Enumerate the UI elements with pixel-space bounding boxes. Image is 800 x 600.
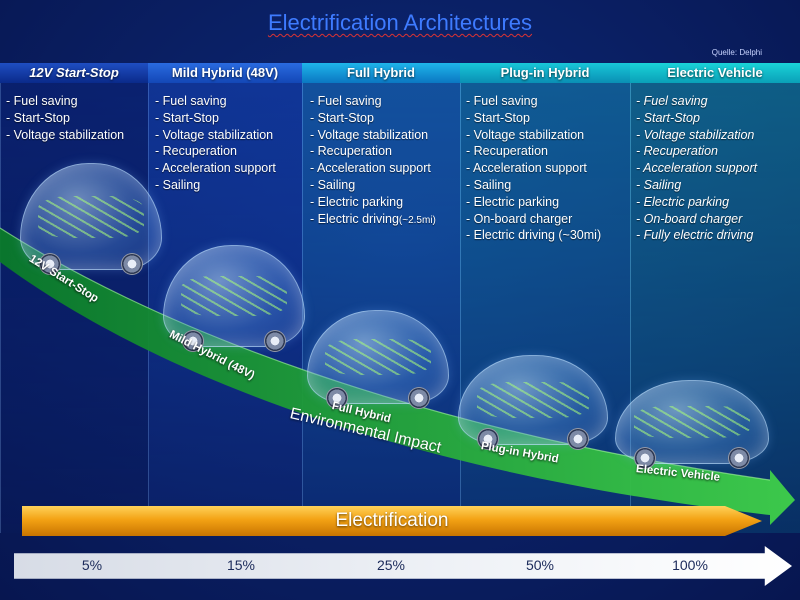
percentage-plug-in-hybrid: 50%	[525, 557, 555, 573]
feature-list-full-hybrid: - Fuel saving - Start-Stop - Voltage sta…	[310, 93, 470, 229]
feature-item: - Electric driving(~2.5mi)	[310, 211, 470, 230]
feature-list-electric-vehicle: - Fuel saving - Start-Stop - Voltage sta…	[636, 93, 796, 244]
header-mild-hybrid: Mild Hybrid (48V)	[148, 63, 302, 83]
feature-list-mild-hybrid: - Fuel saving - Start-Stop - Voltage sta…	[155, 93, 315, 194]
feature-item: - Electric parking	[310, 194, 404, 209]
feature-item: - Fuel saving	[6, 94, 78, 108]
page-title: Electrification Architectures	[267, 10, 533, 35]
feature-item: - Sailing	[466, 177, 512, 192]
feature-item: - Recuperation	[466, 144, 548, 159]
wheel-icon	[39, 253, 61, 275]
electrification-label: Electrification	[335, 510, 449, 531]
feature-item: - Voltage stabilization	[466, 127, 585, 142]
header-electric-vehicle: Electric Vehicle	[630, 63, 800, 83]
feature-item: - On-board charger	[466, 211, 573, 226]
feature-range: (~2.5mi)	[398, 214, 436, 226]
source-note: Quelle: Delphi	[711, 48, 762, 57]
feature-item: - Sailing	[310, 177, 356, 192]
wheel-icon	[326, 387, 348, 409]
wheel-icon	[121, 253, 143, 275]
feature-item: - Electric parking	[636, 194, 730, 209]
feature-item: - Voltage stabilization	[155, 127, 274, 142]
feature-item: - Fuel saving	[155, 94, 227, 108]
percentage-full-hybrid: 25%	[376, 557, 406, 573]
percentage-12v: 5%	[81, 557, 103, 573]
feature-item: - Start-Stop	[6, 110, 70, 125]
feature-item: - Acceleration support	[636, 161, 758, 176]
feature-item: - Sailing	[155, 177, 201, 192]
feature-item: - Start-Stop	[466, 110, 530, 125]
feature-item: - Fuel saving	[466, 94, 538, 108]
feature-item: - Start-Stop	[310, 110, 374, 125]
feature-item: - On-board charger	[636, 211, 743, 226]
feature-list-12v: - Fuel saving - Start-Stop - Voltage sta…	[6, 93, 166, 143]
wheel-icon	[182, 330, 204, 352]
car-electric-vehicle-image	[615, 380, 769, 469]
wheel-icon	[728, 447, 750, 469]
feature-item: - Acceleration support	[466, 161, 587, 176]
header-plug-in-hybrid: Plug-in Hybrid	[460, 63, 630, 83]
feature-item: - Start-Stop	[155, 110, 219, 125]
feature-item: - Voltage stabilization	[6, 127, 125, 142]
feature-list-plug-in-hybrid: - Fuel saving - Start-Stop - Voltage sta…	[466, 93, 626, 244]
car-mild-hybrid-image	[163, 245, 305, 352]
wheel-icon	[634, 447, 656, 469]
feature-item: - Acceleration support	[155, 161, 276, 176]
feature-item: - Start-Stop	[636, 110, 700, 125]
feature-text: - Electric driving	[310, 211, 399, 226]
feature-item: - Recuperation	[155, 144, 237, 159]
wheel-icon	[264, 330, 286, 352]
header-full-hybrid: Full Hybrid	[302, 63, 460, 83]
wheel-icon	[567, 428, 589, 450]
feature-item: - Fully electric driving	[636, 228, 754, 243]
car-full-hybrid-image	[307, 310, 449, 409]
feature-item: - Fuel saving	[310, 94, 382, 108]
feature-item: - Voltage stabilization	[310, 127, 429, 142]
wheel-icon	[477, 428, 499, 450]
electrification-arrow	[22, 506, 762, 536]
feature-item: - Acceleration support	[310, 161, 431, 176]
feature-item: - Electric parking	[466, 194, 560, 209]
feature-item: - Sailing	[636, 177, 682, 192]
percentage-electric-vehicle: 100%	[672, 557, 708, 573]
wheel-icon	[408, 387, 430, 409]
header-12v-start-stop: 12V Start-Stop	[0, 63, 148, 83]
feature-item: - Recuperation	[636, 144, 718, 159]
feature-item: - Fuel saving	[636, 94, 708, 108]
column-full-hybrid	[302, 63, 461, 533]
feature-item: - Recuperation	[310, 144, 392, 159]
car-12v-start-stop-image	[20, 163, 162, 275]
percentage-mild-hybrid: 15%	[226, 557, 256, 573]
feature-item: - Voltage stabilization	[636, 127, 755, 142]
feature-item: - Electric driving (~30mi)	[466, 228, 602, 243]
